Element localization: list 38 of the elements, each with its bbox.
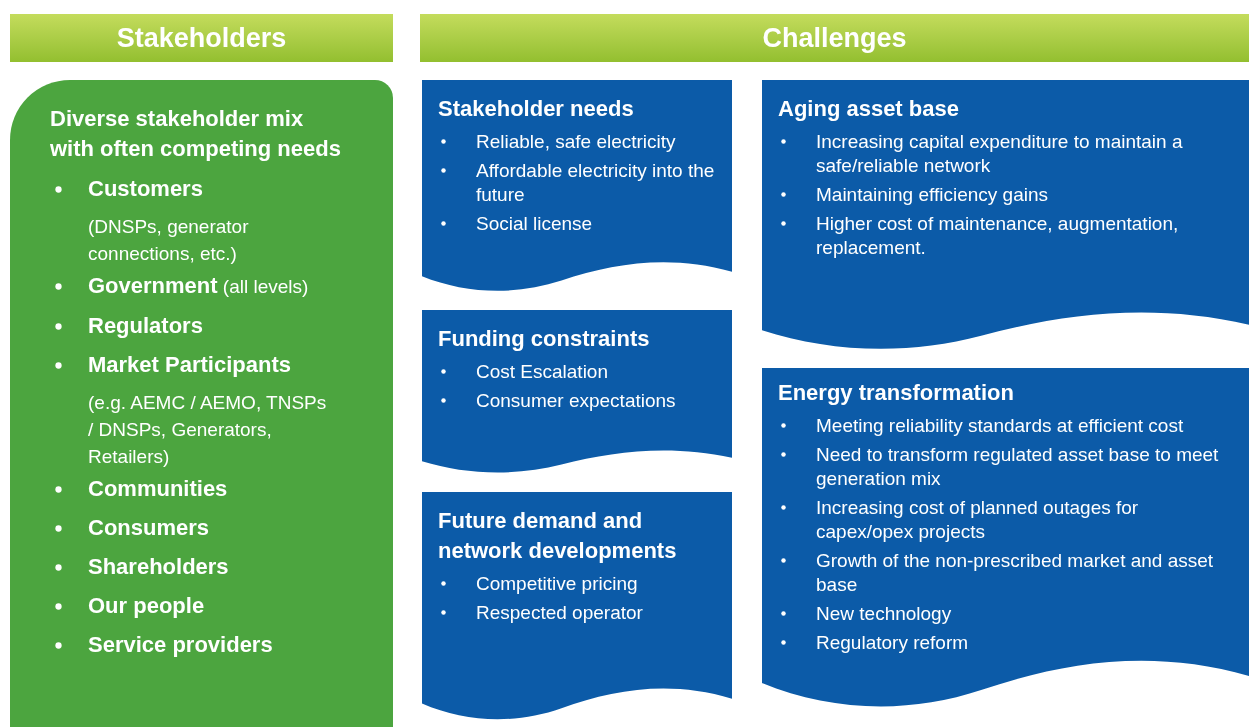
stakeholder-item: Consumers [88, 514, 210, 542]
stakeholder-panel [10, 80, 393, 727]
stakeholder-item: Government (all levels) [88, 272, 309, 300]
section-title: Challenges [762, 21, 907, 55]
bullet-text: Increasing cost of planned outages for capex/opex projects [816, 496, 1140, 544]
stakeholder-item: Service providers [88, 631, 273, 659]
card-heading: Stakeholder needs [438, 95, 635, 123]
section-header-bar [420, 14, 1249, 62]
bullet-text: Respected operator [476, 601, 644, 625]
bullet-text: Increasing capital expenditure to maintain a safe/reliable network [816, 130, 1184, 178]
bullet-text: New technology [816, 602, 953, 626]
bullet-text: Maintaining efficiency gains [816, 183, 1049, 207]
note-text: (e.g. AEMC / AEMO, TNSPs / DNSPs, Generators, Retailers) [88, 391, 328, 469]
bullet-text: Competitive pricing [476, 572, 639, 596]
bullet-text: Meeting reliability standards at efficient cost [816, 414, 1185, 438]
stakeholder-item: Shareholders [88, 553, 229, 581]
bullet-text: Reliable, safe electricity [476, 130, 677, 154]
panel-heading: Diverse stakeholder mix with often competing needs [50, 105, 342, 163]
bullet-text: Cost Escalation [476, 360, 609, 384]
bullet-text: Affordable electricity into the future [476, 159, 716, 207]
card-heading: Future demand and network developments [438, 507, 678, 565]
card-heading: Energy transformation [778, 379, 1015, 407]
stakeholder-item: Communities [88, 475, 228, 503]
bullet-text: Higher cost of maintenance, augmentation, replacement. [816, 212, 1180, 260]
bullet-text: Regulatory reform [816, 631, 970, 655]
card-heading: Funding constraints [438, 325, 651, 353]
stakeholder-item: Market Participants [88, 351, 291, 379]
section-header-bar [10, 14, 393, 62]
bullet-text: Growth of the non-prescribed market and asset base [816, 549, 1215, 597]
stakeholder-item: Customers [88, 175, 203, 203]
section-title: Stakeholders [116, 21, 287, 55]
stakeholder-item: Regulators [88, 312, 203, 340]
bullet-text: Consumer expectations [476, 389, 677, 413]
stakeholder-item: Our people [88, 592, 205, 620]
bullet-text: Social license [476, 212, 594, 236]
bullet-text: Need to transform regulated asset base to meet generation mix [816, 443, 1220, 491]
card-heading: Aging asset base [778, 95, 960, 123]
note-text: (DNSPs, generator connections, etc.) [88, 215, 250, 266]
